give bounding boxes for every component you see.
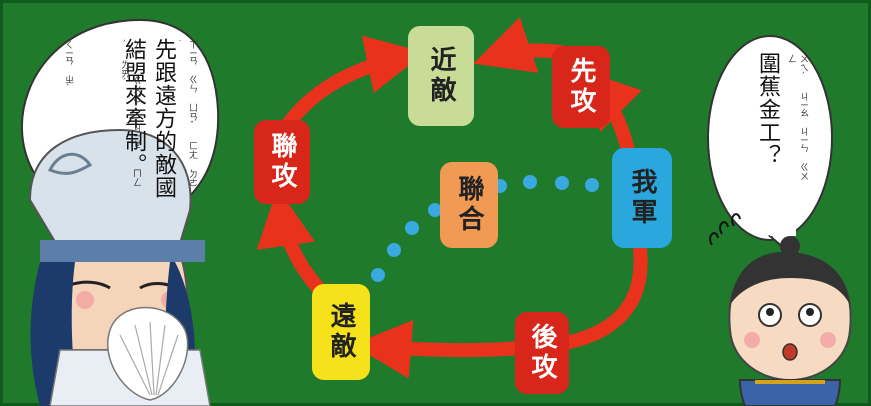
box-near-enemy: 近敵 bbox=[408, 26, 474, 126]
box-alliance: 聯合 bbox=[440, 162, 498, 248]
arrow-self-to-later bbox=[563, 243, 648, 349]
box-far-enemy: 遠敵 bbox=[312, 284, 370, 380]
soldier-character bbox=[728, 236, 852, 406]
left-bubble-zhuyin-3: ㄑㄧㄢ ㄓˋ bbox=[63, 40, 73, 95]
arrow-first-to-near bbox=[473, 17, 567, 73]
arrow-later-to-far bbox=[352, 319, 527, 379]
left-bubble-zhuyin-1: ㄒㄧㄢ ㄍㄣ ㄩㄢˇ ㄈㄤ ㄉㄜ˙ bbox=[175, 40, 197, 188]
feather-fan-icon bbox=[107, 306, 189, 401]
box-ally-attack: 聯攻 bbox=[254, 120, 310, 204]
sweat-marks-icon bbox=[709, 213, 741, 246]
left-bubble-text: 先跟遠方的敵國結盟來牽制。 bbox=[121, 38, 176, 199]
box-attack-first: 先攻 bbox=[552, 46, 610, 128]
right-bubble-text: 圍蕉金工？ bbox=[755, 52, 780, 167]
left-bubble-zhuyin-2: ㄉㄧˊ ㄍㄨㄛˊ ㄐㄧㄝˊ ㄇㄥˊ ㄌㄞˊ bbox=[119, 40, 141, 187]
right-bubble-zhuyin: ㄨㄟˊ ㄐㄧㄠ ㄐㄧㄣ ㄍㄨㄥ bbox=[786, 54, 808, 181]
box-our-army: 我軍 bbox=[612, 148, 672, 248]
alliance-dots bbox=[371, 175, 599, 282]
box-attack-later: 後攻 bbox=[515, 312, 569, 394]
